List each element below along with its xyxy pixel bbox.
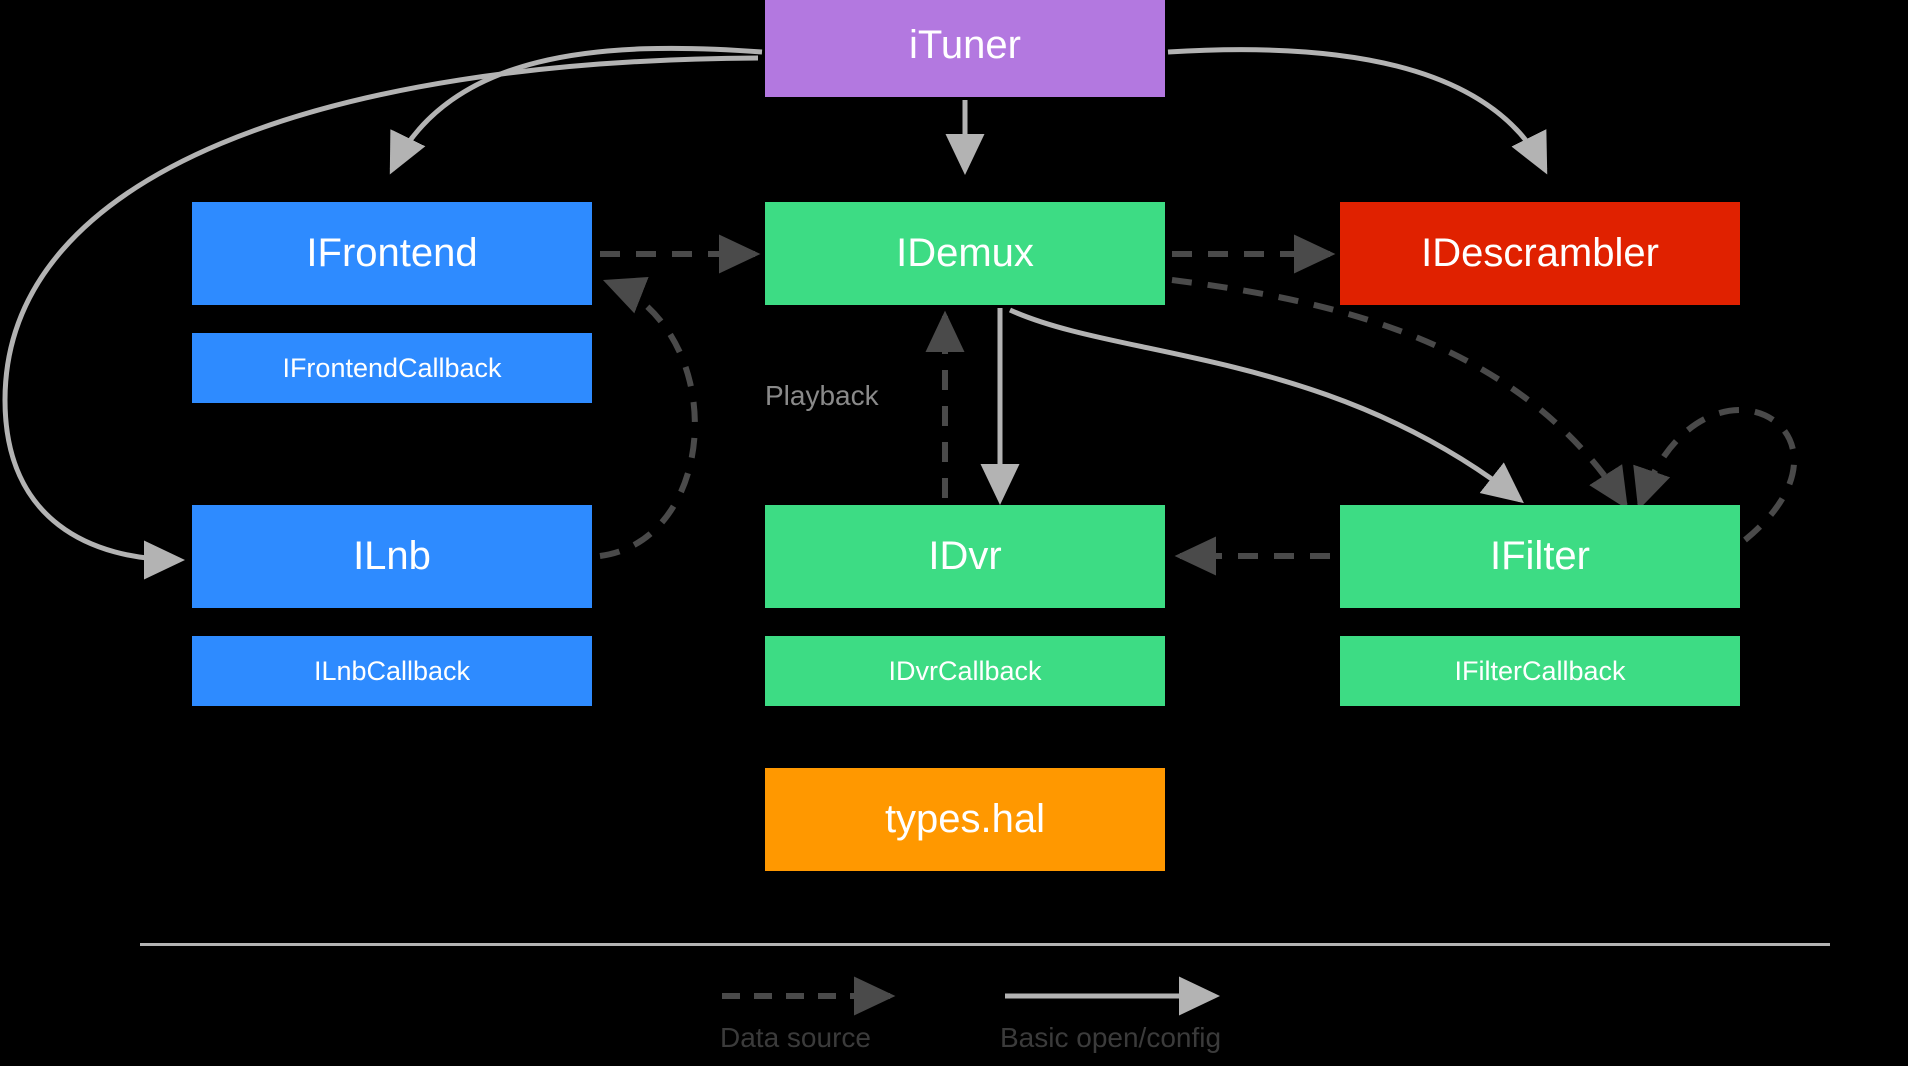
node-idvrcallback[interactable]: IDvrCallback (765, 636, 1165, 706)
node-label: iTuner (909, 23, 1021, 67)
node-label: IDvrCallback (888, 655, 1042, 686)
legend-label-basic-config: Basic open/config (1000, 1022, 1222, 1053)
edge-ituner-to-ilnb (2, 55, 759, 580)
node-label: IDvr (928, 534, 1002, 578)
node-idvr[interactable]: IDvr (765, 505, 1165, 608)
node-label: IFrontendCallback (282, 352, 502, 383)
node-idemux[interactable]: IDemux (765, 202, 1165, 305)
edge-ituner-to-idescrambler (1167, 47, 1548, 175)
node-label: IDescrambler (1421, 231, 1659, 275)
node-label: IDemux (896, 231, 1034, 275)
node-ifiltercallback[interactable]: IFilterCallback (1340, 636, 1740, 706)
edge-ilnb-to-ifrontend (599, 277, 698, 559)
node-label: IFrontend (306, 231, 478, 275)
node-typeshal[interactable]: types.hal (765, 768, 1165, 871)
edge-idemux-to-ifilter (1008, 307, 1524, 504)
playback-label: Playback (765, 380, 879, 411)
edge-ituner-to-ifrontend (389, 45, 763, 175)
node-ifilter[interactable]: IFilter (1340, 505, 1740, 608)
node-ifrontend[interactable]: IFrontend (192, 202, 592, 305)
legend-divider (140, 943, 1830, 946)
node-ilnbcallback[interactable]: ILnbCallback (192, 636, 592, 706)
node-label: IFilter (1490, 534, 1590, 578)
node-ilnb[interactable]: ILnb (192, 505, 592, 608)
node-label: IFilterCallback (1454, 655, 1626, 686)
node-label: ILnbCallback (313, 655, 471, 686)
edge-idemux-to-ifilter (1171, 277, 1628, 510)
legend-label-data-source: Data source (720, 1022, 871, 1053)
node-ituner[interactable]: iTuner (765, 0, 1165, 97)
node-label: ILnb (353, 534, 431, 578)
node-idescrambler[interactable]: IDescrambler (1340, 202, 1740, 305)
node-label: types.hal (884, 797, 1046, 841)
node-ifrontendcallback[interactable]: IFrontendCallback (192, 333, 592, 403)
